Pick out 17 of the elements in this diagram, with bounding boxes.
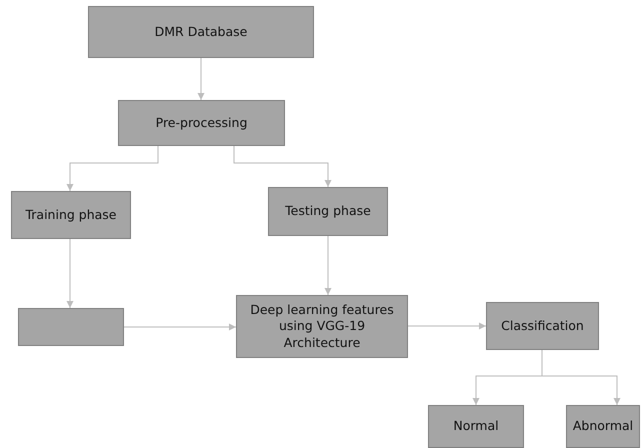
process-box: DMR Database [88, 6, 314, 58]
process-box: Abnormal [566, 405, 640, 448]
process-box: Normal [428, 405, 524, 448]
arrow [198, 58, 204, 100]
arrow [124, 324, 236, 330]
process-box: Pre-processing [118, 100, 285, 146]
arrow [324, 236, 332, 296]
arrow [234, 146, 332, 188]
arrow [408, 322, 486, 330]
arrow [66, 238, 74, 308]
arrow [66, 146, 158, 192]
arrow [542, 350, 620, 406]
process-box: Deep learning features using VGG-19 Architecture [236, 295, 408, 358]
process-box: Classification [486, 302, 599, 350]
process-box: Testing phase [268, 187, 388, 236]
process-box [18, 308, 124, 346]
process-box: Training phase [11, 191, 131, 239]
